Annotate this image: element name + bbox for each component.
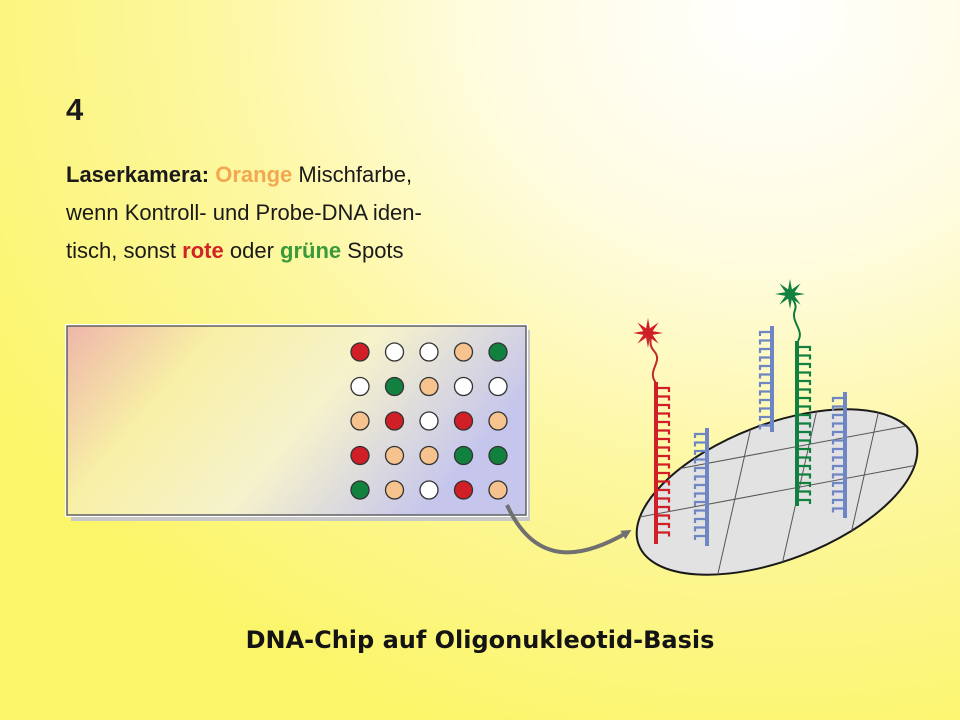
green-fluorophore-icon	[775, 279, 805, 309]
orange-word: Orange	[215, 162, 293, 187]
oligo-strands	[654, 326, 847, 546]
spot-orange	[453, 342, 474, 362]
spot-green	[488, 445, 508, 466]
connector-arrow	[505, 504, 632, 555]
slide-detail	[614, 279, 940, 609]
spot-green	[453, 445, 474, 466]
spot-orange	[419, 376, 439, 397]
description-line-2: wenn Kontroll- und Probe-DNA iden-	[66, 200, 422, 225]
spot-red	[453, 480, 474, 500]
red-word: rote	[182, 238, 224, 263]
description-text: Laserkamera: Orange Mischfarbe, wenn Kon…	[66, 156, 586, 270]
red-label-tether	[649, 335, 659, 384]
spot-red	[453, 411, 474, 431]
laser-camera-label: Laserkamera:	[66, 162, 210, 187]
spot-red	[350, 445, 370, 466]
description-line-1: Laserkamera: Orange Mischfarbe,	[66, 156, 586, 194]
figure-caption: DNA-Chip auf Oligonukleotid-Basis	[245, 626, 715, 654]
spot-orange	[350, 411, 370, 431]
spot-white	[419, 342, 439, 362]
red-fluorophore-icon	[633, 318, 663, 348]
line3-end: Spots	[347, 238, 404, 263]
spot-green	[488, 342, 508, 362]
spot-white	[488, 376, 508, 397]
spot-red	[350, 342, 370, 362]
mixed-color-text: Mischfarbe,	[298, 162, 413, 187]
target-strand-green	[795, 341, 812, 506]
probe-strand-blue	[693, 428, 709, 546]
probe-strand-blue	[758, 326, 774, 432]
spot-white	[419, 480, 439, 500]
spot-red	[384, 411, 405, 431]
spot-orange	[488, 411, 508, 431]
slide-surface	[635, 408, 919, 576]
microarray-chip	[65, 324, 530, 521]
spot-grid	[350, 342, 508, 500]
chip-surface	[66, 325, 527, 516]
step-number: 4	[66, 92, 84, 127]
spot-white	[453, 376, 474, 397]
spot-white	[419, 411, 439, 431]
spot-orange	[384, 480, 405, 500]
line3-middle: oder	[229, 238, 274, 263]
spot-green	[384, 376, 405, 397]
spot-orange	[384, 445, 405, 466]
spot-orange	[419, 445, 439, 466]
green-word: grüne	[280, 238, 342, 263]
description-line-3: tisch, sonst rote oder grüne Spots	[66, 232, 586, 270]
line3-start: tisch, sonst	[66, 238, 177, 263]
spot-orange	[488, 480, 508, 500]
spot-green	[350, 480, 370, 500]
probe-strand-blue	[831, 392, 847, 518]
spot-white	[384, 342, 405, 362]
target-strand-red	[654, 382, 671, 544]
spot-white	[350, 376, 370, 397]
green-label-tether	[791, 297, 801, 342]
